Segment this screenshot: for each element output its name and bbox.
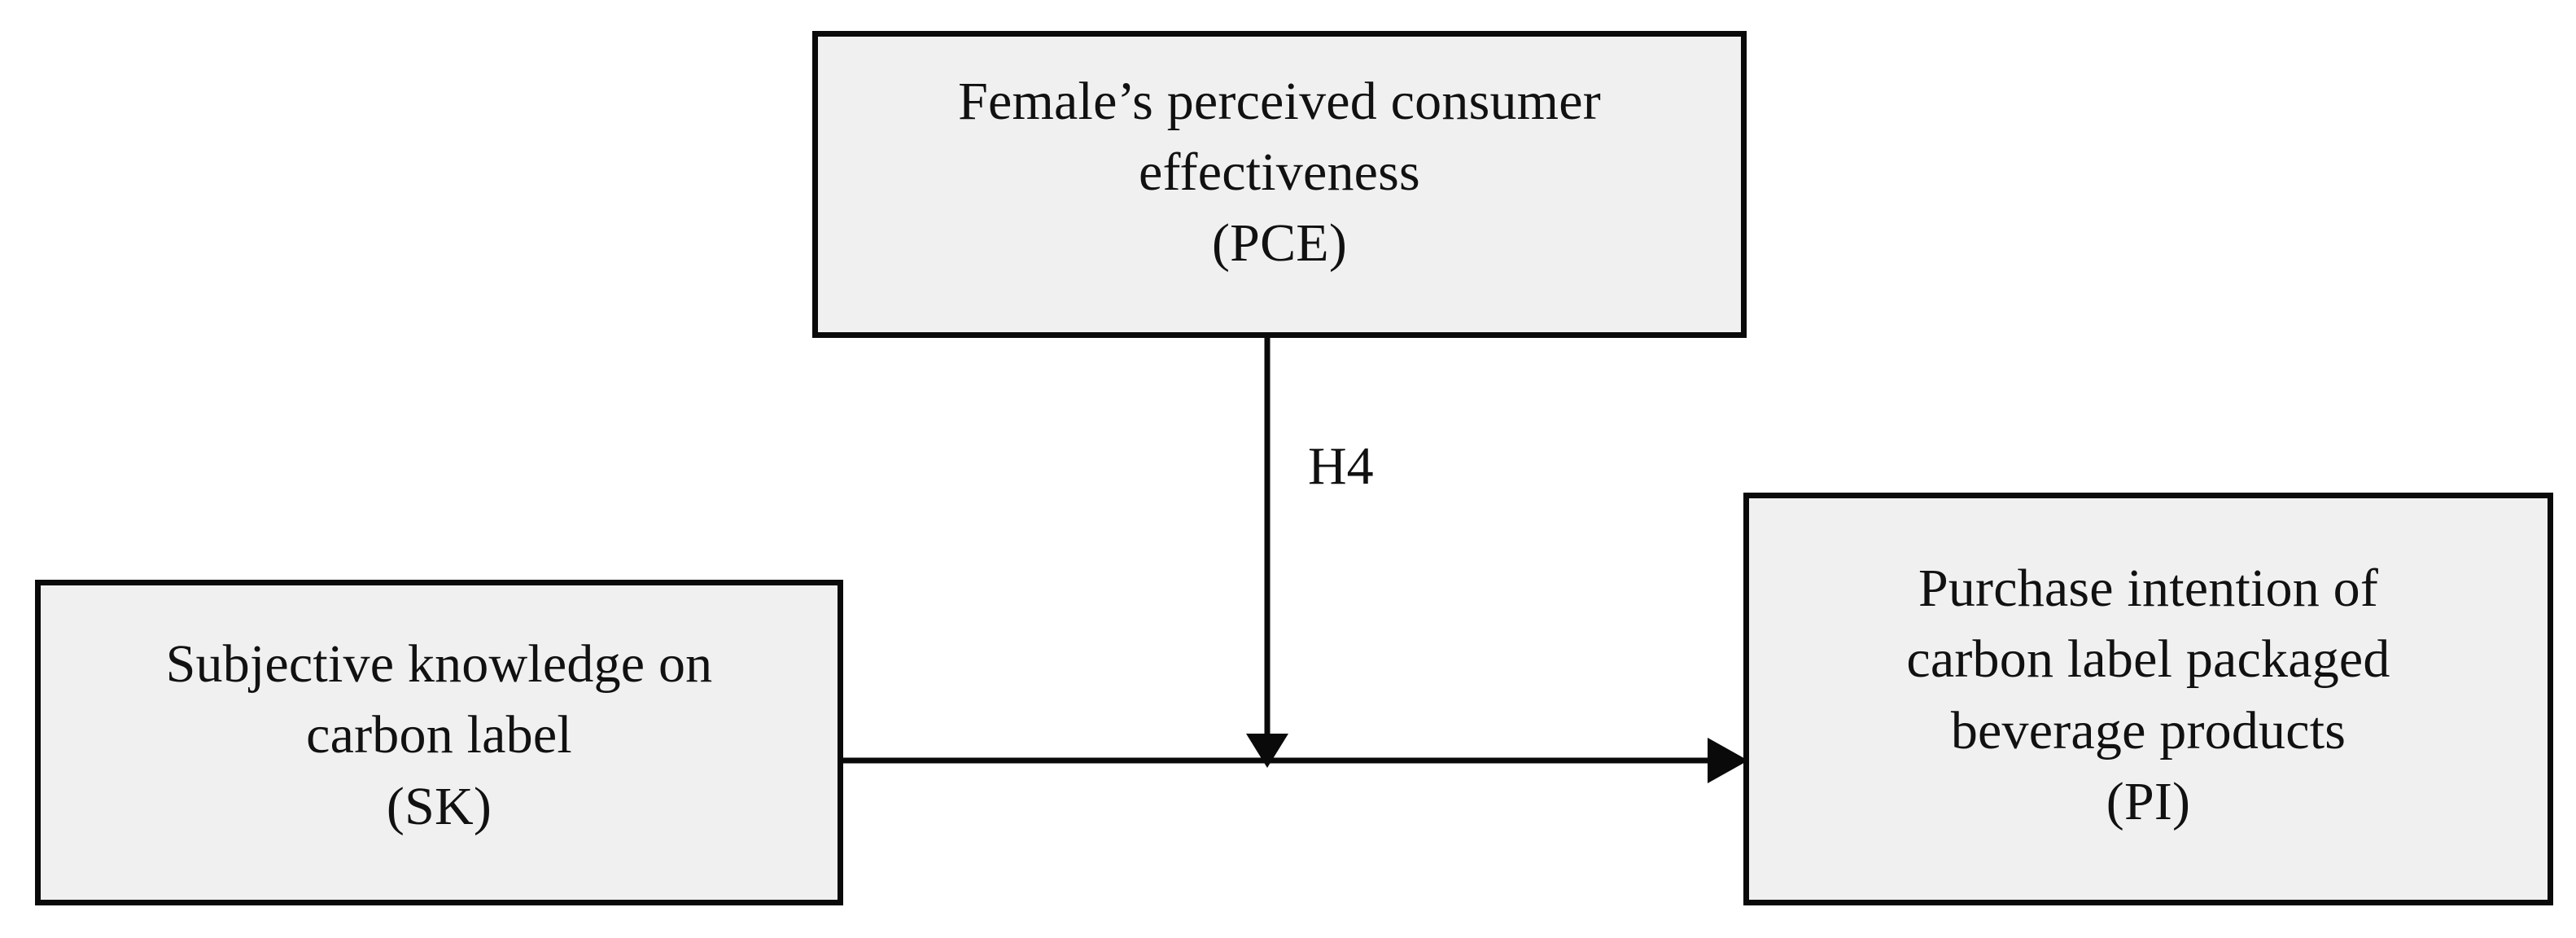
hypothesis-label-h4: H4 <box>1308 436 1374 496</box>
construct-box-pce: Female’s perceived consumer effectivenes… <box>812 31 1747 338</box>
construct-sk-line-2: carbon label <box>306 705 572 765</box>
arrow-sk-to-pi <box>838 731 1750 790</box>
construct-box-pi: Purchase intention of carbon label packa… <box>1743 493 2553 905</box>
arrowhead-right-icon <box>1708 738 1748 783</box>
construct-sk-line-3: (SK) <box>386 776 492 836</box>
construct-pi-line-4: (PI) <box>2106 771 2191 831</box>
construct-box-sk: Subjective knowledge on carbon label (SK… <box>35 580 843 905</box>
construct-pi-line-3: beverage products <box>1950 700 2346 760</box>
arrow-sk-to-pi-svg <box>838 738 1748 783</box>
construct-pi-line-1: Purchase intention of <box>1918 559 2379 619</box>
arrowhead-down-icon <box>1246 734 1288 768</box>
construct-pce-line-3: (PCE) <box>1212 213 1347 274</box>
construct-pce-line-1: Female’s perceived consumer <box>958 72 1601 131</box>
construct-pi-line-2: carbon label packaged <box>1906 629 2390 690</box>
construct-pce-line-2: effectiveness <box>1139 142 1420 203</box>
arrow-pce-to-path <box>1236 333 1298 768</box>
construct-sk-line-1: Subjective knowledge on <box>165 634 713 695</box>
arrow-pce-to-path-svg <box>1246 333 1288 768</box>
